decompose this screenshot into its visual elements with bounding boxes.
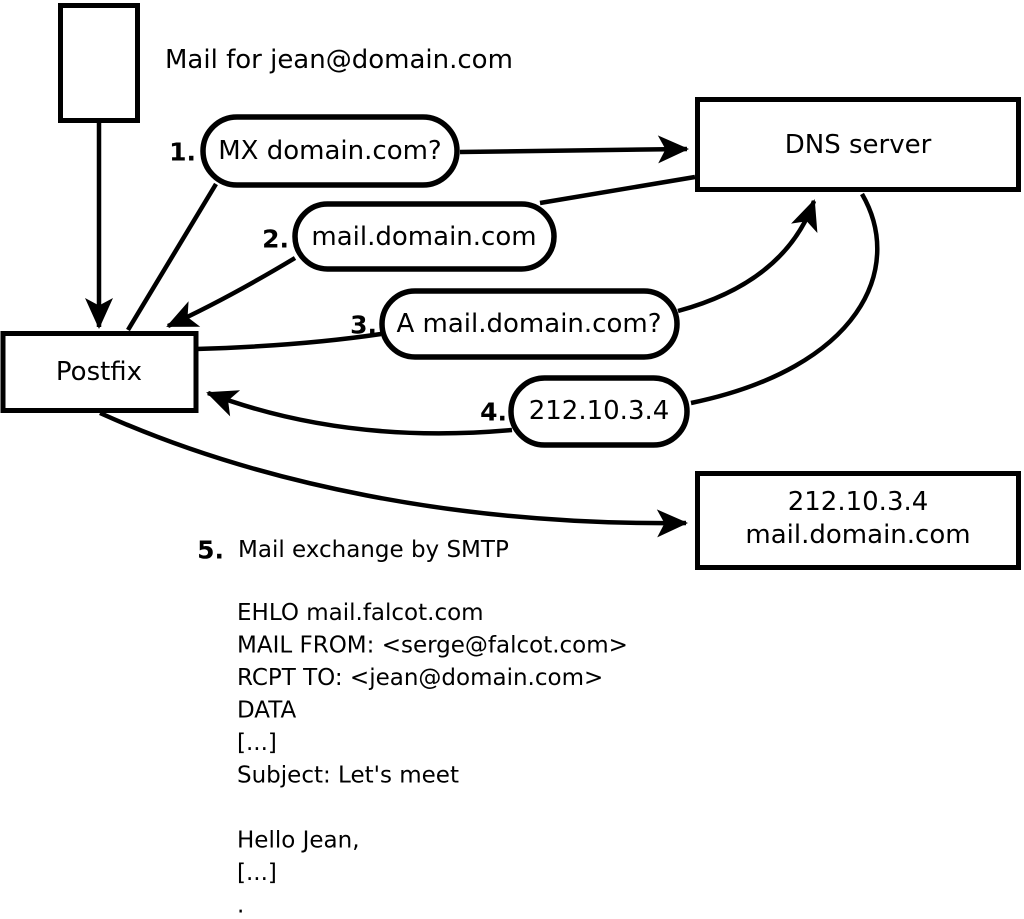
smtp-line: . <box>237 893 244 919</box>
mail-server-box <box>695 471 1021 570</box>
smtp-line: Subject: Let's meet <box>237 763 459 789</box>
edge-postfix-to-query1 <box>126 182 218 332</box>
step-2-number: 2. <box>262 225 289 254</box>
step-1-pill <box>200 114 460 188</box>
smtp-line: DATA <box>237 698 297 724</box>
edge-reply4-to-postfix <box>206 390 513 436</box>
smtp-line: RCPT TO: <jean@domain.com> <box>237 665 603 691</box>
smtp-line: EHLO mail.falcot.com <box>237 600 484 626</box>
step-3-pill <box>379 288 680 360</box>
step-1-number: 1. <box>169 138 196 167</box>
mail-server-host-label: mail.domain.com <box>745 520 970 550</box>
step-4-number: 4. <box>480 398 507 427</box>
step-3-label: A mail.domain.com? <box>397 309 662 339</box>
edge-dns-to-reply2 <box>539 174 696 206</box>
smtp-line: MAIL FROM: <serge@falcot.com> <box>237 633 628 659</box>
smtp-line: [...] <box>237 860 277 886</box>
postfix-box <box>0 331 199 413</box>
step-2-label: mail.domain.com <box>311 222 536 252</box>
edge-query1-to-dns <box>459 135 689 164</box>
edge-reply2-to-postfix <box>166 256 297 329</box>
edge-postfix-to-query3 <box>195 331 382 352</box>
smtp-line: Hello Jean, <box>237 828 360 854</box>
step-4-pill <box>508 375 690 448</box>
step-1-label: MX domain.com? <box>218 136 441 166</box>
edge-query3-to-dns <box>677 199 818 314</box>
step-4-label: 212.10.3.4 <box>529 396 670 426</box>
smtp-transcript: EHLO mail.falcot.com MAIL FROM: <serge@f… <box>237 600 628 919</box>
step-5-label: Mail exchange by SMTP <box>238 537 509 563</box>
step-2-pill <box>292 201 557 272</box>
mail-server-ip-label: 212.10.3.4 <box>788 487 929 517</box>
step-3-number: 3. <box>350 311 377 340</box>
smtp-line: [...] <box>237 730 277 756</box>
edge-dns-to-reply4 <box>690 192 880 406</box>
mail-message-box <box>58 3 140 123</box>
postfix-label: Postfix <box>56 357 142 387</box>
mail-note-label: Mail for jean@domain.com <box>165 45 513 75</box>
edge-postfix-to-mailserver <box>99 410 688 538</box>
dns-server-box <box>695 97 1021 192</box>
dns-server-label: DNS server <box>785 130 932 160</box>
step-5-number: 5. <box>197 536 224 565</box>
